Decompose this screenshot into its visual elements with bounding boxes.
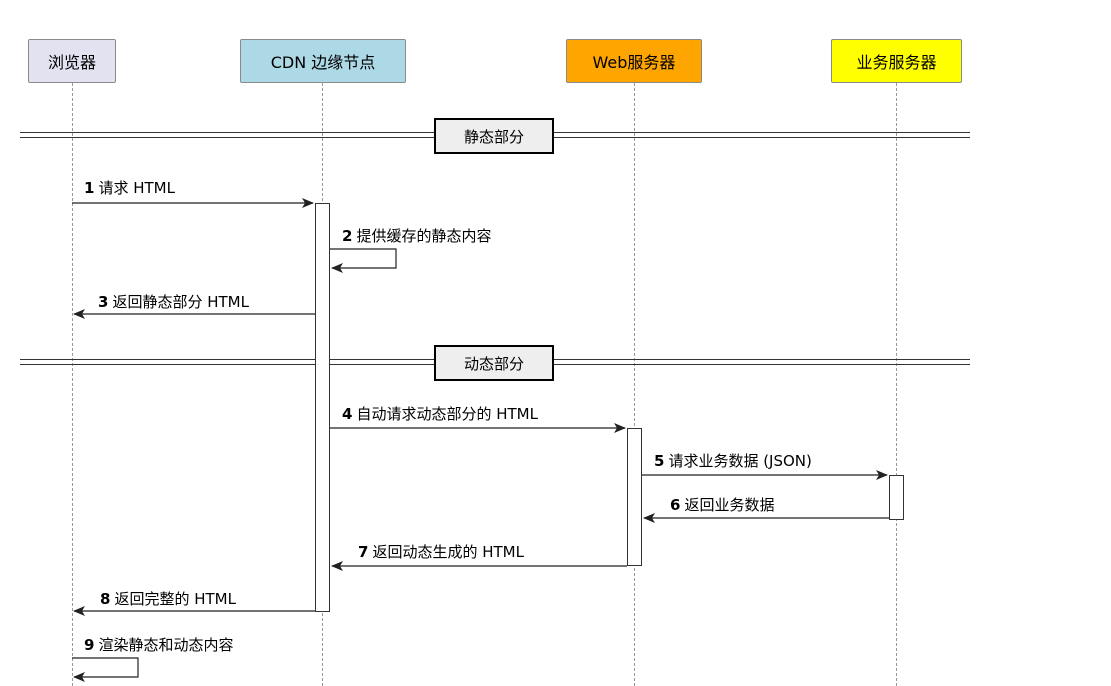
arrow-9: [72, 657, 139, 682]
message-9-number: 9: [84, 636, 95, 654]
message-1-number: 1: [84, 179, 95, 197]
separator-static-label: 静态部分: [434, 118, 554, 154]
message-4-number: 4: [342, 405, 353, 423]
activation-web-server: [627, 428, 642, 566]
message-3-text: 返回静态部分 HTML: [112, 293, 249, 311]
message-1-text: 请求 HTML: [98, 179, 175, 197]
participant-cdn-edge-node: CDN 边缘节点: [240, 39, 406, 83]
message-5-text: 请求业务数据 (JSON): [668, 452, 812, 470]
message-5-number: 5: [654, 452, 665, 470]
lifeline-business-server: [896, 83, 897, 686]
message-7-text: 返回动态生成的 HTML: [372, 543, 524, 561]
message-8-text: 返回完整的 HTML: [114, 590, 236, 608]
message-6-number: 6: [670, 496, 681, 514]
arrow-2: [330, 248, 397, 273]
message-2-text: 提供缓存的静态内容: [356, 227, 492, 245]
message-2-number: 2: [342, 227, 353, 245]
message-3-number: 3: [98, 293, 109, 311]
separator-dynamic-label: 动态部分: [434, 345, 554, 381]
participant-business-server: 业务服务器: [831, 39, 962, 83]
participant-browser: 浏览器: [28, 39, 116, 83]
participant-web-server: Web服务器: [566, 39, 702, 83]
message-4-text: 自动请求动态部分的 HTML: [356, 405, 538, 423]
message-6-text: 返回业务数据: [684, 496, 775, 514]
lifeline-browser: [72, 83, 73, 686]
message-7-number: 7: [358, 543, 369, 561]
activation-business-server: [889, 475, 904, 520]
message-8-number: 8: [100, 590, 111, 608]
message-9-text: 渲染静态和动态内容: [98, 636, 234, 654]
activation-cdn-edge-node: [315, 203, 330, 612]
lifeline-web-server: [634, 83, 635, 686]
